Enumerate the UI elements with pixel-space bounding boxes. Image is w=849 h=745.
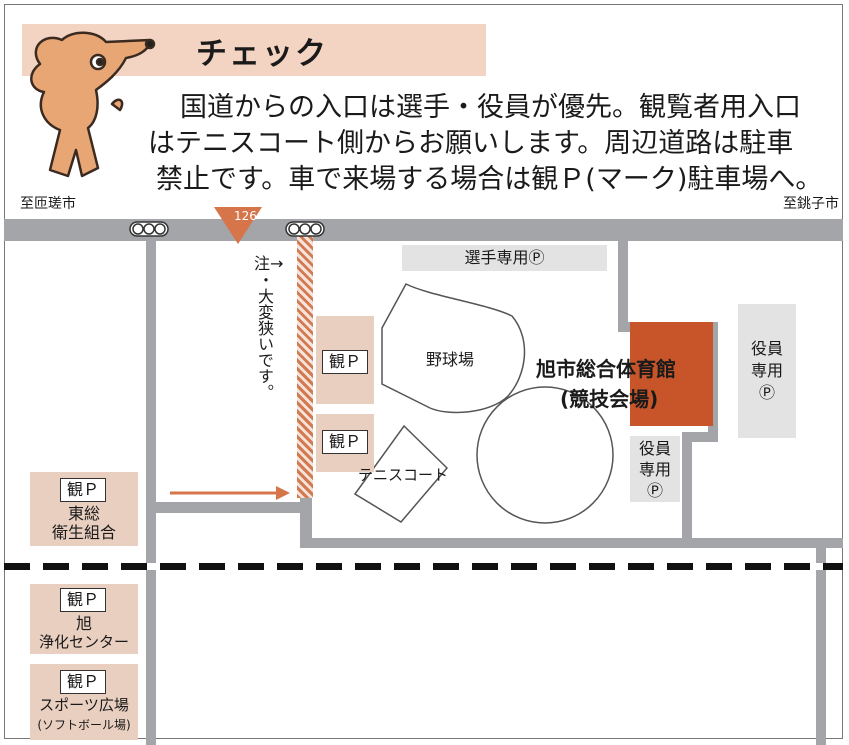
- baseball-field-label: 野球場: [426, 350, 475, 369]
- baseball-field: [381, 283, 526, 414]
- spectator-parking-sign: 観Ｐ: [322, 430, 369, 454]
- tosou-label-sub: 衛生組合: [51, 523, 116, 542]
- city-label-choshi: 至銚子市: [783, 196, 839, 212]
- city-label-sosa: 至匝瑳市: [20, 196, 76, 212]
- tennis-court: [353, 424, 449, 523]
- route-marker-icon: [214, 207, 262, 244]
- staff-parking-line: Ⓟ: [646, 481, 663, 500]
- staff-parking-line: 専用: [750, 361, 783, 380]
- traffic-signal-icon: [129, 221, 169, 237]
- railway-line: [4, 563, 843, 570]
- asahi-label-sub: 浄化センター: [38, 633, 129, 651]
- spectator-parking-sign: 観Ｐ: [322, 350, 369, 374]
- sports-label: スポーツ広場: [39, 696, 129, 714]
- road-gym-right: [708, 322, 718, 442]
- road-gym-step: [682, 432, 718, 442]
- staff-parking-line: 専用: [638, 460, 671, 479]
- staff-parking-line: 役員: [750, 339, 783, 358]
- road-south: [300, 538, 843, 548]
- road-tennis-entry: [300, 498, 312, 548]
- sports-label-sub: (ソフトボール場): [37, 718, 131, 732]
- road-east-down: [682, 432, 692, 542]
- traffic-signal-icon: [285, 221, 325, 237]
- national-route-road: [4, 219, 843, 241]
- staff-parking-line: 役員: [638, 439, 671, 458]
- road-lower-left: [156, 502, 306, 513]
- staff-parking-main: 役員 専用 Ⓟ: [738, 304, 796, 438]
- gymnasium-sublabel: (競技会場): [560, 387, 659, 411]
- notice-line-3: 禁止です。車で来場する場合は観Ｐ(マーク)駐車場へ。: [156, 164, 823, 195]
- spectator-parking-sign: 観Ｐ: [60, 588, 107, 612]
- road-vertical-left: [146, 230, 156, 745]
- tennis-court-label: テニスコート: [358, 466, 449, 484]
- athlete-parking-area: [402, 245, 607, 271]
- road-vertical-right: [816, 540, 826, 745]
- check-title: チェック: [196, 36, 328, 72]
- gymnasium-building: [630, 322, 713, 426]
- tosou-label: 東総: [67, 504, 100, 523]
- spectator-parking-sign: 観Ｐ: [60, 478, 107, 502]
- arrow-head-icon: [276, 486, 290, 500]
- map-frame: [4, 4, 843, 739]
- narrow-road-hatch: [297, 230, 313, 498]
- narrow-road-arrow-note: 注→: [254, 254, 284, 273]
- spectator-parking-sign: 観Ｐ: [60, 670, 107, 694]
- road-north-connector: [618, 230, 628, 330]
- route-number: 126: [234, 209, 257, 223]
- narrow-road-note: ・大変狭いです。: [255, 272, 274, 400]
- staff-parking-small: 役員 専用 Ⓟ: [630, 436, 680, 502]
- staff-parking-line: Ⓟ: [758, 383, 775, 402]
- athletics-track: [476, 386, 614, 524]
- notice-line-2: はテニスコート側からお願いします。周辺道路は駐車: [148, 128, 794, 159]
- athlete-parking-label: 選手専用Ⓟ: [464, 248, 545, 267]
- gymnasium-label: 旭市総合体育館: [536, 357, 676, 381]
- asahi-label: 旭: [75, 614, 92, 633]
- notice-line-1: 国道からの入口は選手・役員が優先。観覧者用入口: [180, 92, 801, 123]
